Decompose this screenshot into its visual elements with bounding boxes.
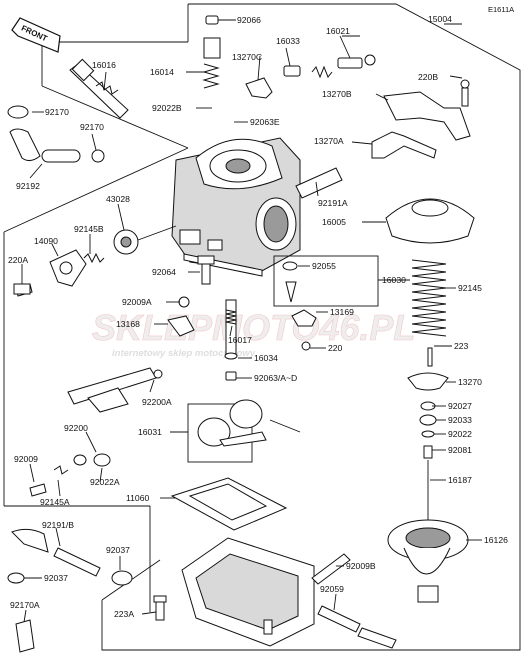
part-label[interactable]: 92022A xyxy=(90,477,120,487)
front-arrow-icon: FRONT xyxy=(11,17,61,53)
part-label[interactable]: 16187 xyxy=(448,475,472,485)
gasket-11060 xyxy=(170,477,288,531)
part-label[interactable]: 43028 xyxy=(106,194,130,204)
part-label[interactable]: 16033 xyxy=(276,36,300,46)
screw-223a xyxy=(153,595,167,621)
labels: E1611A 92066 16021 15004 16033 16016 160… xyxy=(8,5,514,619)
part-label[interactable]: 223A xyxy=(114,609,134,619)
tube-92191a xyxy=(295,167,343,199)
part-label[interactable]: 13168 xyxy=(116,319,140,329)
diagram-code: E1611A xyxy=(488,5,514,14)
part-label[interactable]: 13270C xyxy=(232,52,262,62)
bracket-13270c xyxy=(245,77,273,99)
screw-220a xyxy=(13,283,31,295)
part-label[interactable]: 13270A xyxy=(314,136,344,146)
part-label[interactable]: 13169 xyxy=(330,307,354,317)
part-label[interactable]: 16017 xyxy=(228,335,252,345)
diagram-frame xyxy=(3,3,521,651)
housing-43028 xyxy=(113,225,177,255)
top-cap-spring xyxy=(202,15,221,89)
part-label[interactable]: 92145B xyxy=(74,224,104,234)
part-label[interactable]: 92191/B xyxy=(42,520,74,530)
bracket-13270b xyxy=(383,79,471,141)
part-label[interactable]: 16005 xyxy=(322,217,346,227)
part-label[interactable]: 92009 xyxy=(14,454,38,464)
part-label[interactable]: 92200 xyxy=(64,423,88,433)
part-label[interactable]: 92145 xyxy=(458,283,482,293)
part-label[interactable]: 220 xyxy=(328,343,343,353)
float-valve-box xyxy=(273,255,379,307)
part-label[interactable]: 16016 xyxy=(92,60,116,70)
bracket-13169 xyxy=(291,309,317,351)
part-label[interactable]: 92037 xyxy=(106,545,130,555)
part-label[interactable]: 16014 xyxy=(150,67,174,77)
spring-92145 xyxy=(411,259,447,337)
bracket-13270a xyxy=(371,131,437,159)
part-label[interactable]: 92009B xyxy=(346,561,376,571)
float-bowl-arm xyxy=(67,367,163,413)
part-label[interactable]: 16034 xyxy=(254,353,278,363)
part-label[interactable]: 16126 xyxy=(484,535,508,545)
part-label[interactable]: 92064 xyxy=(152,267,176,277)
choke-plunger xyxy=(69,58,129,119)
part-label[interactable]: 92037 xyxy=(44,573,68,583)
part-label[interactable]: 16031 xyxy=(138,427,162,437)
watermark-main: SKLEPMOTO46.PL xyxy=(92,307,415,348)
part-label[interactable]: 223 xyxy=(454,341,469,351)
jet-needle-tube xyxy=(224,299,238,381)
part-label[interactable]: 92200A xyxy=(142,397,172,407)
part-label[interactable]: 92022B xyxy=(152,103,182,113)
part-label[interactable]: 92055 xyxy=(312,261,336,271)
watermark-sub: internetowy sklep motocyklowy xyxy=(112,348,256,359)
part-label[interactable]: 16030 xyxy=(382,275,406,285)
part-label[interactable]: 92145A xyxy=(40,497,70,507)
part-label[interactable]: 92170A xyxy=(10,600,40,610)
part-label[interactable]: 92066 xyxy=(237,15,261,25)
part-label[interactable]: 92063/A~D xyxy=(254,373,297,383)
part-label[interactable]: 92059 xyxy=(320,584,344,594)
clips-92037 xyxy=(7,570,133,586)
hose-92059 xyxy=(317,605,397,649)
part-label[interactable]: 13270B xyxy=(322,89,352,99)
hose-92170 xyxy=(7,105,105,163)
part-label[interactable]: 92081 xyxy=(448,445,472,455)
leader-lines xyxy=(21,19,482,623)
watermark: SKLEPMOTO46.PL internetowy sklep motocyk… xyxy=(92,307,416,359)
float-chamber xyxy=(181,537,351,647)
part-label[interactable]: 11060 xyxy=(126,493,149,503)
part-label[interactable]: 92009A xyxy=(122,297,152,307)
part-label[interactable]: 92027 xyxy=(448,401,472,411)
part-label[interactable]: 92191A xyxy=(318,198,348,208)
part-label[interactable]: 13270 xyxy=(458,377,482,387)
float-16031 xyxy=(187,399,301,463)
washers-92200 xyxy=(29,453,111,497)
diaphragm-16126 xyxy=(387,519,469,603)
part-label[interactable]: 92170 xyxy=(45,107,69,117)
pilot-screw-set xyxy=(283,54,376,79)
needle-valve-13270 xyxy=(407,347,449,391)
tubes-92191b xyxy=(11,528,101,577)
adjuster-92064 xyxy=(197,255,215,285)
part-label[interactable]: 220A xyxy=(8,255,28,265)
part-label[interactable]: 16021 xyxy=(326,26,350,36)
bracket-13168 xyxy=(167,296,195,337)
diaphragm-cover-16005 xyxy=(385,198,475,244)
tab-92170a xyxy=(15,619,35,653)
carburetor-body xyxy=(171,137,301,277)
part-label[interactable]: 92033 xyxy=(448,415,472,425)
part-label[interactable]: 14090 xyxy=(34,236,58,246)
part-label[interactable]: 92022 xyxy=(448,429,472,439)
jet-stack xyxy=(419,401,437,524)
part-label[interactable]: 92192 xyxy=(16,181,40,191)
part-label[interactable]: 220B xyxy=(418,72,438,82)
part-label[interactable]: 92063E xyxy=(250,117,280,127)
part-label[interactable]: 92170 xyxy=(80,122,104,132)
part-label[interactable]: 15004 xyxy=(428,14,452,24)
